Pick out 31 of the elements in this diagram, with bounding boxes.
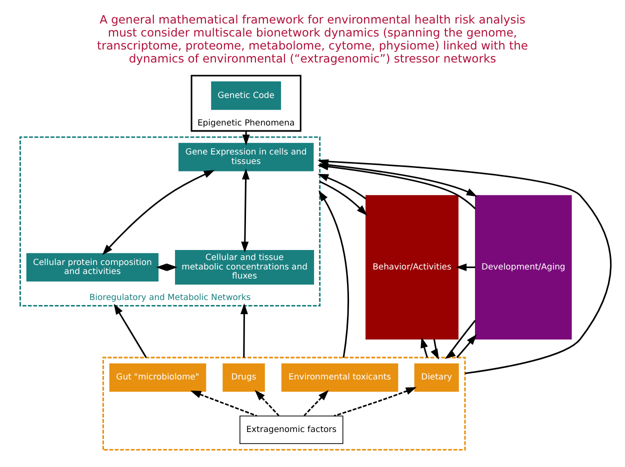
node-box: Gut "microbiolome" bbox=[109, 363, 206, 392]
arrow bbox=[320, 163, 478, 197]
arrow bbox=[456, 334, 477, 358]
arrow bbox=[304, 390, 329, 416]
arrow bbox=[241, 168, 250, 252]
arrow bbox=[456, 264, 476, 272]
arrow bbox=[319, 180, 368, 216]
arrow bbox=[102, 170, 215, 256]
arrow bbox=[190, 390, 258, 417]
arrow bbox=[240, 303, 248, 358]
arrow bbox=[318, 190, 350, 358]
arrow bbox=[318, 174, 366, 200]
node-box: Environmental toxicants bbox=[281, 363, 398, 392]
node-box: Development/Aging bbox=[475, 195, 572, 340]
node-box: Gene Expression in cells and tissues bbox=[178, 142, 314, 172]
node-box: Dietary bbox=[414, 363, 459, 392]
arrow bbox=[156, 264, 178, 272]
diagram-title: A general mathematical framework for environmental health risk analysis must consider multiscale bionetwork dynamics (spanning the genome, transcriptome, proteome, metabolome, cytome, physiome) linked with the dynamics of environmental (“extragenomic”) stressor networks bbox=[96, 12, 528, 66]
arrow bbox=[430, 339, 439, 360]
node-box: Extragenomic factors bbox=[240, 416, 344, 444]
node-box: Genetic Code bbox=[211, 81, 282, 110]
node-box: Drugs bbox=[222, 363, 265, 392]
arrow bbox=[420, 337, 428, 358]
arrow bbox=[334, 387, 417, 417]
arrow bbox=[114, 304, 147, 358]
arrow bbox=[444, 320, 476, 359]
node-box: Cellular protein composition and activities bbox=[26, 253, 158, 282]
node-box: Behavior/Activities bbox=[366, 195, 458, 340]
node-box: Cellular and tissue metabolic concentrations and fluxes bbox=[175, 250, 314, 285]
arrow bbox=[254, 390, 280, 416]
cluster bbox=[102, 356, 466, 451]
